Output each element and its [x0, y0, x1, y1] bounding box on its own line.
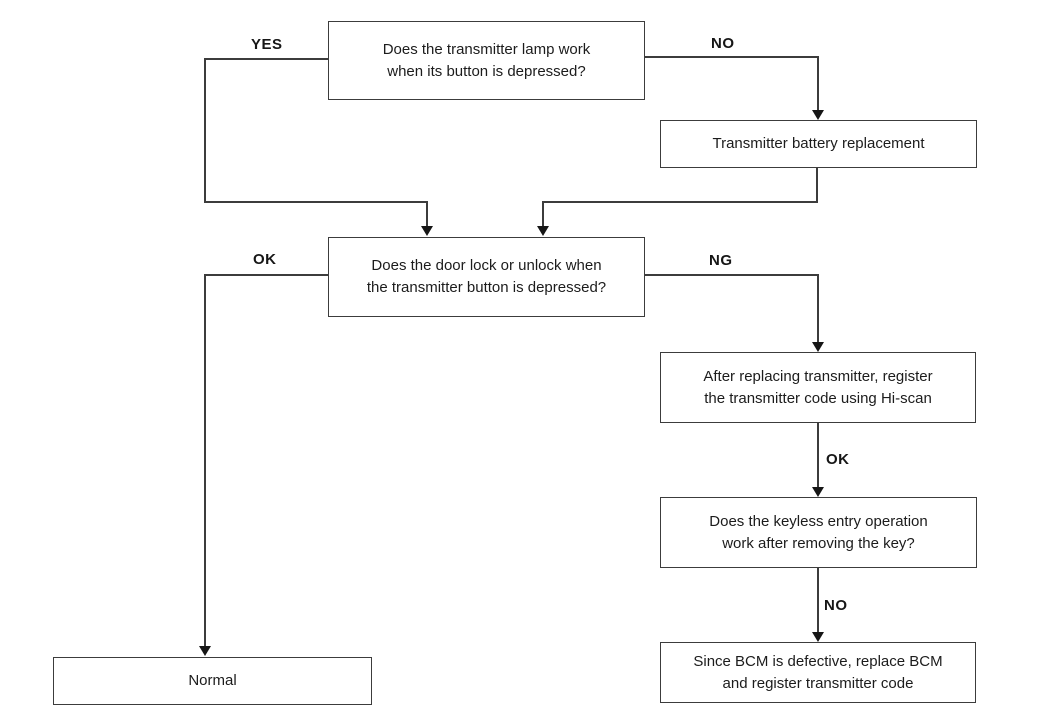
- connector-battery-vertical-1: [816, 168, 818, 203]
- arrowhead-down-icon: [812, 110, 824, 120]
- branch-label-yes: YES: [251, 36, 283, 53]
- branch-label-ok: OK: [253, 251, 277, 268]
- arrowhead-down-icon: [812, 487, 824, 497]
- flow-node-replace-bcm: Since BCM is defective, replace BCM and …: [660, 642, 976, 703]
- connector-yes-vertical-2: [426, 201, 428, 227]
- branch-label-no: NO: [711, 35, 735, 52]
- connector-no2-vertical: [817, 568, 819, 633]
- flow-node-transmitter-lamp-question: Does the transmitter lamp work when its …: [328, 21, 645, 100]
- connector-no-vertical: [817, 56, 819, 111]
- flow-node-keyless-entry-question: Does the keyless entry operation work af…: [660, 497, 977, 568]
- connector-battery-horizontal: [542, 201, 818, 203]
- arrowhead-down-icon: [812, 632, 824, 642]
- flow-node-register-transmitter-code: After replacing transmitter, register th…: [660, 352, 976, 423]
- flow-node-battery-replacement: Transmitter battery replacement: [660, 120, 977, 168]
- arrowhead-down-icon: [537, 226, 549, 236]
- branch-label-ng: NG: [709, 252, 733, 269]
- connector-ng-vertical: [817, 274, 819, 343]
- connector-ok-vertical: [204, 274, 206, 647]
- branch-label-no-2: NO: [824, 597, 848, 614]
- connector-ok-horizontal: [204, 274, 329, 276]
- connector-battery-vertical-2: [542, 201, 544, 227]
- arrowhead-down-icon: [199, 646, 211, 656]
- connector-no-horizontal: [645, 56, 819, 58]
- connector-yes-vertical-1: [204, 58, 206, 203]
- arrowhead-down-icon: [421, 226, 433, 236]
- flow-node-door-lock-question: Does the door lock or unlock when the tr…: [328, 237, 645, 317]
- branch-label-ok-2: OK: [826, 451, 850, 468]
- flow-node-normal: Normal: [53, 657, 372, 705]
- connector-ok2-vertical: [817, 423, 819, 488]
- arrowhead-down-icon: [812, 342, 824, 352]
- connector-yes-horizontal-2: [204, 201, 428, 203]
- connector-yes-horizontal-1: [204, 58, 329, 60]
- connector-ng-horizontal: [645, 274, 819, 276]
